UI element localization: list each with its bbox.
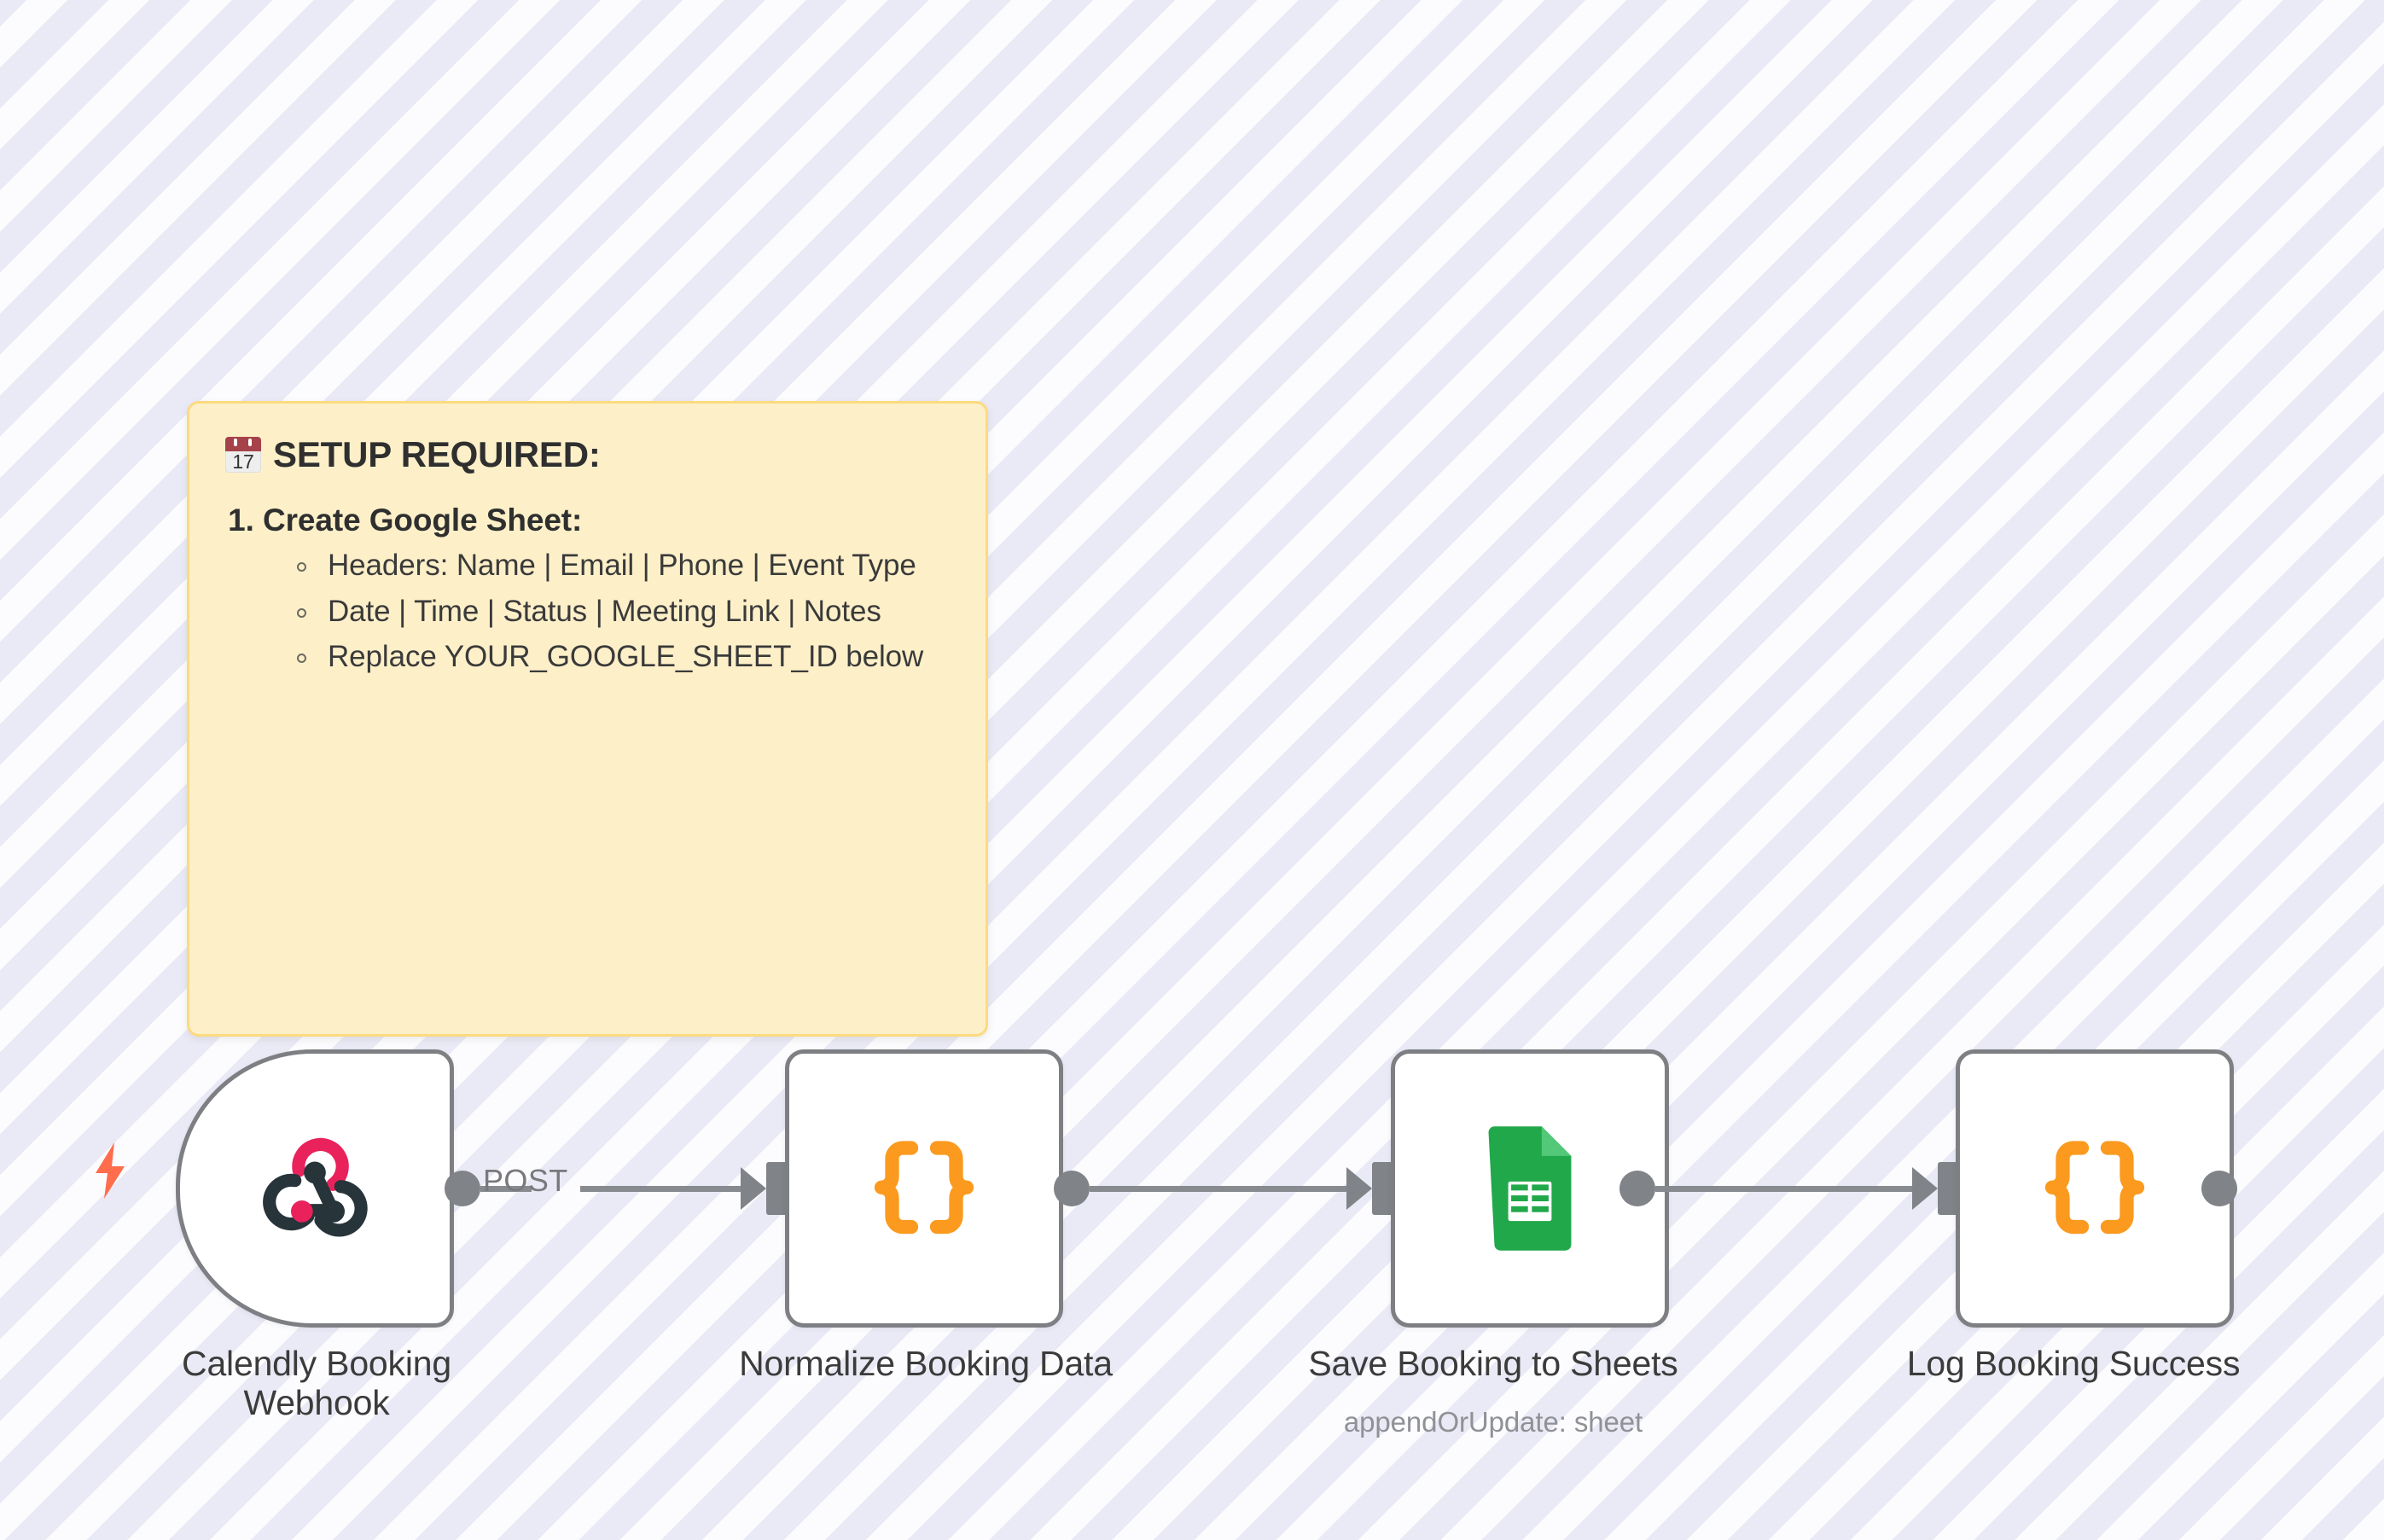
- calendar-emoji: 17: [225, 437, 261, 473]
- sticky-note[interactable]: 17 SETUP REQUIRED: Create Google Sheet: …: [187, 401, 988, 1037]
- sticky-note-body: Create Google Sheet: Headers: Name | Ema…: [225, 504, 946, 675]
- setup-step-1-heading: Create Google Sheet:: [263, 503, 583, 538]
- connection-arrowhead: [1912, 1167, 1938, 1210]
- setup-bullet: Date | Time | Status | Meeting Link | No…: [295, 594, 946, 630]
- sticky-note-title: SETUP REQUIRED:: [273, 434, 601, 474]
- calendar-emoji-day: 17: [232, 450, 254, 473]
- sticky-note-header: 17 SETUP REQUIRED:: [225, 434, 946, 475]
- setup-bullet: Headers: Name | Email | Phone | Event Ty…: [295, 548, 946, 584]
- setup-step-1: Create Google Sheet: Headers: Name | Ema…: [263, 504, 946, 675]
- node-label-log-booking-success: Log Booking Success: [1906, 1344, 2241, 1383]
- code-braces-icon: [860, 1124, 988, 1252]
- connection-arrowhead: [1346, 1167, 1372, 1210]
- google-sheets-icon: [1466, 1124, 1594, 1252]
- node-log-booking-success[interactable]: [1956, 1049, 2234, 1328]
- lightning-bolt-icon: [96, 1142, 125, 1199]
- node-label-calendly-booking-webhook: Calendly Booking Webhook: [182, 1344, 451, 1422]
- node-label-save-booking-to-sheets: Save Booking to Sheets: [1308, 1344, 1678, 1383]
- input-port-save-booking-to-sheets[interactable]: [1372, 1162, 1394, 1215]
- webhook-icon: [251, 1124, 379, 1252]
- setup-steps-list: Create Google Sheet: Headers: Name | Ema…: [225, 504, 946, 675]
- output-endpoint-log-booking-success[interactable]: [2201, 1171, 2237, 1206]
- code-braces-icon: [2031, 1124, 2159, 1252]
- output-endpoint-calendly-booking-webhook[interactable]: [445, 1171, 480, 1206]
- node-sublabel-save-booking-to-sheets: appendOrUpdate: sheet: [1343, 1406, 1643, 1438]
- setup-step-1-bullets: Headers: Name | Email | Phone | Event Ty…: [263, 548, 946, 675]
- connection-wire: [1655, 1186, 1916, 1192]
- connection-wire: [480, 1186, 532, 1192]
- node-label-normalize-booking-data: Normalize Booking Data: [739, 1344, 1113, 1383]
- connection-wire: [1090, 1186, 1350, 1192]
- output-endpoint-save-booking-to-sheets[interactable]: [1619, 1171, 1655, 1206]
- connection-wire: [580, 1186, 744, 1192]
- input-port-normalize-booking-data[interactable]: [766, 1162, 788, 1215]
- setup-bullet: Replace YOUR_GOOGLE_SHEET_ID below: [295, 639, 946, 675]
- output-endpoint-normalize-booking-data[interactable]: [1054, 1171, 1090, 1206]
- connection-arrowhead: [741, 1167, 766, 1210]
- connection-label-post: POST: [483, 1163, 568, 1198]
- node-calendly-booking-webhook[interactable]: [176, 1049, 454, 1328]
- node-normalize-booking-data[interactable]: [785, 1049, 1063, 1328]
